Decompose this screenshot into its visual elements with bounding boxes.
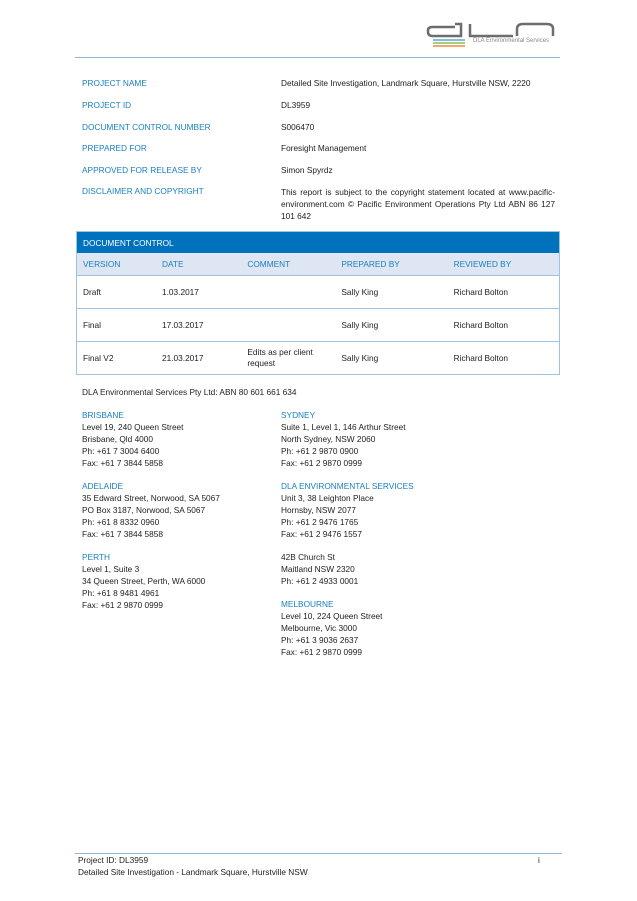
cell: Sally King bbox=[335, 275, 448, 309]
cell: 17.03.2017 bbox=[156, 308, 242, 342]
dla-logo: DLA Environmental Services bbox=[425, 20, 560, 50]
field-label: PROJECT ID bbox=[82, 100, 132, 110]
logo-text: DLA Environmental Services bbox=[473, 38, 550, 44]
field-label: PROJECT NAME bbox=[82, 78, 147, 88]
office-line: Ph: +61 8 8332 0960 bbox=[82, 517, 160, 527]
cell: Sally King bbox=[335, 308, 448, 342]
cell bbox=[241, 275, 336, 309]
office-line: Maitland NSW 2320 bbox=[281, 564, 355, 574]
office-line: Fax: +61 2 9476 1557 bbox=[281, 529, 362, 539]
office-line: Suite 1, Level 1, 146 Arthur Street bbox=[281, 422, 406, 432]
office-line: 35 Edward Street, Norwood, SA 5067 bbox=[82, 493, 220, 503]
offices-left: BRISBANE Level 19, 240 Queen Street Bris… bbox=[82, 409, 220, 622]
office-line: Unit 3, 38 Leighton Place bbox=[281, 493, 374, 503]
column-header: DATE bbox=[156, 253, 242, 276]
office-line: Fax: +61 7 3844 5858 bbox=[82, 458, 163, 468]
footer-project-id: Project ID: DL3959 bbox=[78, 855, 149, 865]
office-name: BRISBANE bbox=[82, 410, 124, 420]
office-line: 42B Church St bbox=[281, 552, 335, 562]
office-line: Ph: +61 7 3004 6400 bbox=[82, 446, 160, 456]
office-line: Fax: +61 2 9870 0999 bbox=[281, 647, 362, 657]
office-name: MELBOURNE bbox=[281, 599, 334, 609]
footer-title: Detailed Site Investigation - Landmark S… bbox=[78, 867, 308, 877]
column-header: VERSION bbox=[76, 253, 156, 276]
office-name: PERTH bbox=[82, 552, 110, 562]
office-line: Fax: +61 2 9870 0999 bbox=[281, 458, 362, 468]
cell bbox=[241, 308, 336, 342]
office-line: 34 Queen Street, Perth, WA 6000 bbox=[82, 576, 206, 586]
office-maitland: 42B Church St Maitland NSW 2320 Ph: +61 … bbox=[281, 551, 414, 587]
office-line: Ph: +61 8 9481 4961 bbox=[82, 588, 160, 598]
cell: Richard Bolton bbox=[447, 275, 560, 309]
office-perth: PERTH Level 1, Suite 3 34 Queen Street, … bbox=[82, 551, 220, 611]
office-name: DLA ENVIRONMENTAL SERVICES bbox=[281, 481, 414, 491]
table-title: DOCUMENT CONTROL bbox=[76, 231, 560, 253]
office-line: Brisbane, Qld 4000 bbox=[82, 434, 154, 444]
office-line: Level 10, 224 Queen Street bbox=[281, 611, 383, 621]
office-adelaide: ADELAIDE 35 Edward Street, Norwood, SA 5… bbox=[82, 480, 220, 540]
field-value: This report is subject to the copyright … bbox=[281, 187, 555, 221]
office-melbourne: MELBOURNE Level 10, 224 Queen Street Mel… bbox=[281, 598, 414, 658]
table-row: Final V2 21.03.2017 Edits as per client … bbox=[76, 341, 560, 375]
office-line: Ph: +61 3 9036 2637 bbox=[281, 635, 359, 645]
field-value: S006470 bbox=[281, 122, 315, 132]
field-value: Detailed Site Investigation, Landmark Sq… bbox=[281, 78, 531, 88]
footer-divider bbox=[75, 853, 562, 854]
cell: Final V2 bbox=[76, 341, 156, 375]
office-sydney: SYDNEY Suite 1, Level 1, 146 Arthur Stre… bbox=[281, 409, 414, 469]
field-label: DISCLAIMER AND COPYRIGHT bbox=[82, 186, 204, 196]
field-label: PREPARED FOR bbox=[82, 143, 147, 153]
logo-mark-icon bbox=[426, 22, 555, 47]
page-number: i bbox=[538, 855, 540, 865]
field-label: DOCUMENT CONTROL NUMBER bbox=[82, 122, 211, 132]
cell: Sally King bbox=[335, 341, 448, 375]
column-header: REVIEWED BY bbox=[447, 253, 560, 276]
field-value: Simon Spyrdz bbox=[281, 165, 333, 175]
office-line: Level 19, 240 Queen Street bbox=[82, 422, 184, 432]
office-name: ADELAIDE bbox=[82, 481, 124, 491]
office-line: Melbourne, Vic 3000 bbox=[281, 623, 357, 633]
office-line: Hornsby, NSW 2077 bbox=[281, 505, 357, 515]
field-value: Foresight Management bbox=[281, 143, 367, 153]
offices-right: SYDNEY Suite 1, Level 1, 146 Arthur Stre… bbox=[281, 409, 414, 669]
table-row: Draft 1.03.2017 Sally King Richard Bolto… bbox=[76, 275, 560, 309]
office-line: Ph: +61 2 9476 1765 bbox=[281, 517, 359, 527]
field-value: DL3959 bbox=[281, 100, 311, 110]
cell: Final bbox=[76, 308, 156, 342]
document-control-table: DOCUMENT CONTROL VERSION DATE COMMENT PR… bbox=[76, 231, 560, 375]
office-line: Fax: +61 2 9870 0999 bbox=[82, 600, 163, 610]
column-header: PREPARED BY bbox=[335, 253, 448, 276]
office-line: PO Box 3187, Norwood, SA 5067 bbox=[82, 505, 206, 515]
cell: Draft bbox=[76, 275, 156, 309]
cell: Edits as per client request bbox=[241, 341, 336, 375]
cell: Richard Bolton bbox=[447, 308, 560, 342]
field-label: APPROVED FOR RELEASE BY bbox=[82, 165, 202, 175]
office-line: North Sydney, NSW 2060 bbox=[281, 434, 376, 444]
office-line: Fax: +61 7 3844 5858 bbox=[82, 529, 163, 539]
cell: 21.03.2017 bbox=[156, 341, 242, 375]
company-abn: DLA Environmental Services Pty Ltd: ABN … bbox=[82, 387, 297, 397]
cell: 1.03.2017 bbox=[156, 275, 242, 309]
office-name: SYDNEY bbox=[281, 410, 316, 420]
table-row: Final 17.03.2017 Sally King Richard Bolt… bbox=[76, 308, 560, 342]
cell: Richard Bolton bbox=[447, 341, 560, 375]
office-hornsby: DLA ENVIRONMENTAL SERVICES Unit 3, 38 Le… bbox=[281, 480, 414, 540]
office-line: Level 1, Suite 3 bbox=[82, 564, 140, 574]
column-header: COMMENT bbox=[241, 253, 336, 276]
office-line: Ph: +61 2 4933 0001 bbox=[281, 576, 359, 586]
header-divider bbox=[75, 57, 560, 58]
office-line: Ph: +61 2 9870 0900 bbox=[281, 446, 359, 456]
office-brisbane: BRISBANE Level 19, 240 Queen Street Bris… bbox=[82, 409, 220, 469]
